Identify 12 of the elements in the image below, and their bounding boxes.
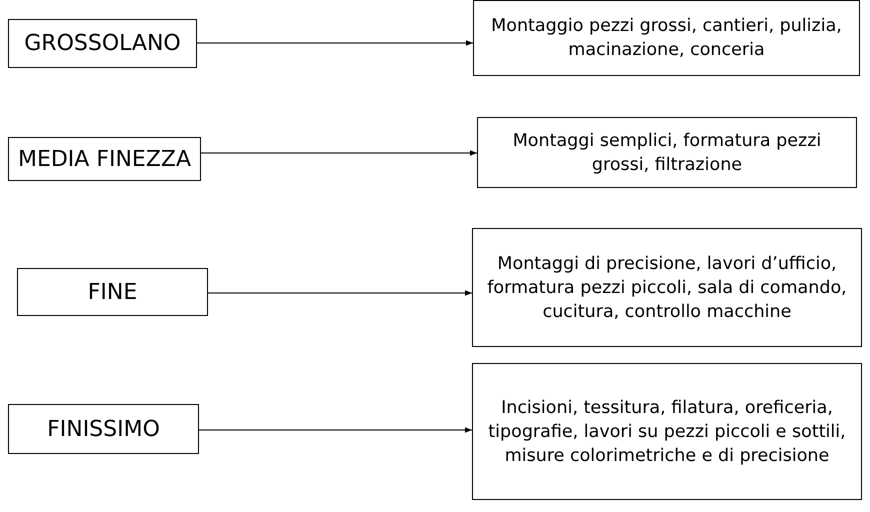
text-box: Montaggi semplici, formatura pezzi grossi, filtrazione: [477, 117, 857, 188]
text-box: Incisioni, tessitura, filatura, oreficeria, tipografie, lavori su pezzi piccoli e sottili, misure colorimetriche e di precisione: [472, 363, 862, 500]
arrow: [208, 290, 472, 296]
text-box: GROSSOLANO: [8, 19, 197, 68]
arrow: [200, 150, 478, 156]
text-box: Montaggio pezzi grossi, cantieri, pulizia, macinazione, conceria: [473, 0, 860, 76]
arrow: [196, 40, 474, 46]
text-box: FINE: [17, 268, 208, 316]
text-box: FINISSIMO: [8, 404, 199, 454]
arrow: [198, 427, 472, 433]
text-box: MEDIA FINEZZA: [8, 137, 201, 181]
text-box: Montaggi di precisione, lavori d’ufficio, formatura pezzi piccoli, sala di comando, cucitura, controllo macchine: [472, 228, 862, 347]
